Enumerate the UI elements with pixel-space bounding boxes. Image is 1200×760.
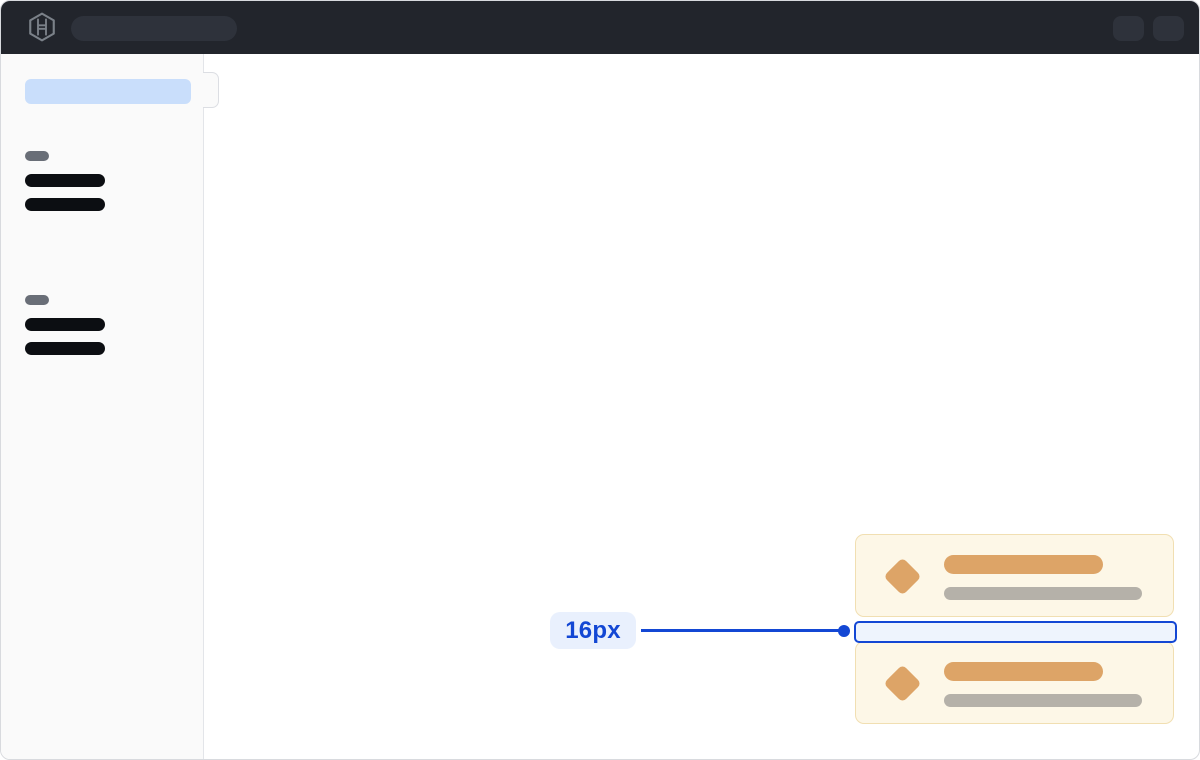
sidebar [1, 54, 204, 759]
card-subtitle-skeleton [944, 694, 1142, 707]
sidebar-collapse-handle[interactable] [203, 72, 219, 108]
sidebar-section-label-skeleton [25, 295, 49, 305]
sidebar-item-skeleton[interactable] [25, 174, 105, 187]
measurement-dot [838, 624, 850, 637]
diamond-icon [883, 664, 922, 703]
hashicorp-logo-icon [27, 12, 57, 42]
card-title-skeleton [944, 662, 1103, 681]
list-card [855, 534, 1174, 617]
sidebar-active-item-skeleton[interactable] [25, 79, 191, 104]
spacing-highlight-box [854, 621, 1177, 643]
sidebar-item-skeleton[interactable] [25, 318, 105, 331]
help-button-skeleton[interactable] [1113, 16, 1144, 41]
list-card [855, 641, 1174, 724]
diamond-icon [883, 557, 922, 596]
sidebar-item-skeleton[interactable] [25, 198, 105, 211]
top-navigation-bar [1, 1, 1199, 54]
global-search-skeleton[interactable] [71, 16, 237, 41]
spacing-annotation-label: 16px [550, 612, 636, 649]
sidebar-item-skeleton[interactable] [25, 342, 105, 355]
card-subtitle-skeleton [944, 587, 1142, 600]
spacing-value-text: 16px [565, 616, 621, 644]
user-menu-skeleton[interactable] [1153, 16, 1184, 41]
measurement-line [641, 629, 844, 632]
card-title-skeleton [944, 555, 1103, 574]
sidebar-section-label-skeleton [25, 151, 49, 161]
